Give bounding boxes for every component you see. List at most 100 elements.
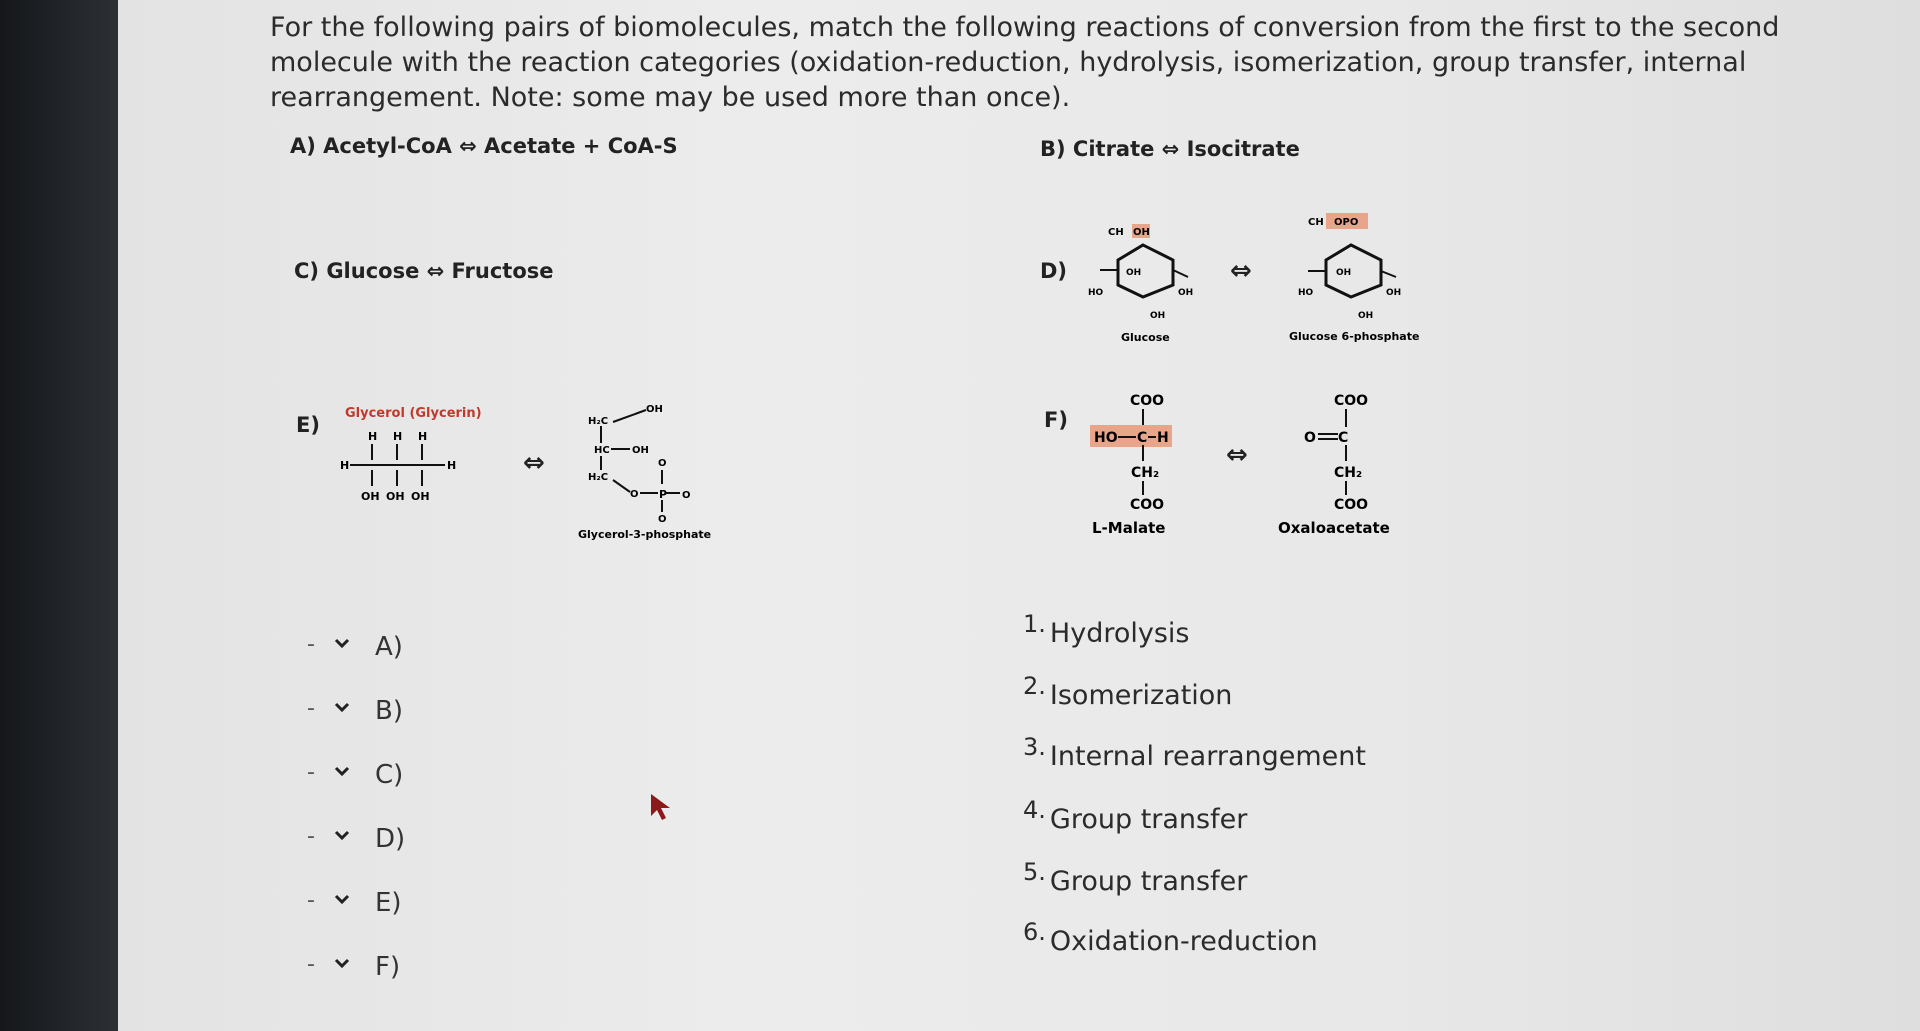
svg-text:COO: COO xyxy=(1130,497,1164,513)
answer-select-a[interactable]: - xyxy=(293,626,359,666)
chevron-down-icon xyxy=(334,958,350,969)
option-item-2: 2.Isomerization xyxy=(1023,672,1233,711)
select-b-label: B) xyxy=(375,696,403,726)
svg-text:O: O xyxy=(682,490,691,501)
option-6-text: Oxidation-reduction xyxy=(1049,926,1318,957)
svg-text:H₂C: H₂C xyxy=(588,472,608,483)
chevron-down-icon xyxy=(334,894,350,905)
option-3-text: Internal rearrangement xyxy=(1049,741,1366,772)
svg-text:O: O xyxy=(630,489,639,500)
select-e-label: E) xyxy=(375,888,402,918)
pair-c-label: C) Glucose ⇔ Fructose xyxy=(294,259,554,283)
option-2-text: Isomerization xyxy=(1049,680,1233,711)
answer-select-d[interactable]: - xyxy=(293,818,359,858)
l-malate-structure: COO HO C H CH₂ COO L-Malate xyxy=(1090,393,1172,537)
answer-select-f[interactable]: - xyxy=(293,946,359,986)
phosphate-highlight xyxy=(1326,213,1368,229)
svg-text:COO: COO xyxy=(1334,497,1368,513)
select-row-d: - D) xyxy=(293,818,593,858)
l-malate-caption: L-Malate xyxy=(1092,519,1165,537)
svg-text:CH₂: CH₂ xyxy=(1131,465,1159,481)
answer-select-b[interactable]: - xyxy=(293,690,359,730)
svg-text:OH: OH xyxy=(1133,227,1150,238)
select-row-a: - A) xyxy=(293,626,593,666)
svg-text:CH: CH xyxy=(1308,217,1324,228)
svg-text:OH: OH xyxy=(1150,311,1165,321)
option-3-number: 3. xyxy=(1023,733,1046,761)
svg-text:O: O xyxy=(658,458,667,469)
pair-e-label: E) xyxy=(296,413,320,437)
quiz-page: For the following pairs of biomolecules,… xyxy=(118,0,1920,1031)
svg-text:P: P xyxy=(659,488,667,501)
option-1-text: Hydrolysis xyxy=(1049,618,1190,649)
svg-text:O: O xyxy=(658,514,667,525)
svg-text:OH: OH xyxy=(1386,288,1401,298)
select-c-value: - xyxy=(307,760,315,785)
pair-f-arrow: ⇔ xyxy=(1226,440,1248,470)
svg-text:H₂C: H₂C xyxy=(588,416,608,427)
select-d-value: - xyxy=(307,824,315,849)
option-2-number: 2. xyxy=(1023,672,1046,700)
option-item-6: 6.Oxidation-reduction xyxy=(1023,918,1318,957)
svg-text:H: H xyxy=(1157,430,1169,446)
svg-text:OH: OH xyxy=(1126,268,1141,278)
select-f-label: F) xyxy=(375,952,401,982)
glycerol-3-phosphate-structure: OH H₂C HC OH H₂C O P O O O Glycerol-3-ph… xyxy=(578,404,711,541)
glycerol-structure: Glycerol (Glycerin) H H H H H OH OH OH xyxy=(340,406,482,503)
svg-text:C: C xyxy=(1338,430,1348,446)
option-4-text: Group transfer xyxy=(1049,804,1248,835)
svg-text:HO: HO xyxy=(1094,430,1118,446)
option-6-number: 6. xyxy=(1023,918,1046,946)
select-d-label: D) xyxy=(375,824,406,854)
oxaloacetate-structure: COO O C CH₂ COO Oxaloacetate xyxy=(1278,393,1390,537)
option-5-text: Group transfer xyxy=(1049,866,1248,897)
oxaloacetate-caption: Oxaloacetate xyxy=(1278,519,1390,537)
select-c-label: C) xyxy=(375,760,404,790)
pair-a-label: A) Acetyl-CoA ⇔ Acetate + CoA-S xyxy=(290,134,678,158)
glucose-6-phosphate-caption: Glucose 6-phosphate xyxy=(1289,330,1419,343)
pair-d-arrow: ⇔ xyxy=(1230,256,1252,286)
svg-text:HO: HO xyxy=(1298,288,1314,298)
question-line-2: molecule with the reaction categories (o… xyxy=(270,47,1747,78)
svg-text:OH: OH xyxy=(386,490,405,503)
answer-select-c[interactable]: - xyxy=(293,754,359,794)
option-item-5: 5.Group transfer xyxy=(1023,858,1248,897)
question-line-1: For the following pairs of biomolecules,… xyxy=(270,12,1780,43)
pair-d-label: D) xyxy=(1040,259,1068,283)
chevron-down-icon xyxy=(334,638,350,649)
option-4-number: 4. xyxy=(1023,796,1046,824)
select-b-value: - xyxy=(307,696,315,721)
svg-text:OH: OH xyxy=(1178,288,1193,298)
answer-select-e[interactable]: - xyxy=(293,882,359,922)
pair-b-label: B) Citrate ⇔ Isocitrate xyxy=(1040,137,1300,161)
glucose-6-phosphate-structure: CH OPO OH HO OH OH Glucose 6-phosphate xyxy=(1289,213,1419,343)
svg-text:H: H xyxy=(418,430,427,443)
svg-text:OH: OH xyxy=(632,445,649,456)
glucose-caption: Glucose xyxy=(1121,331,1170,344)
select-f-value: - xyxy=(307,952,315,977)
svg-text:H: H xyxy=(368,430,377,443)
question-text: For the following pairs of biomolecules,… xyxy=(270,10,1830,115)
svg-text:CH: CH xyxy=(1108,227,1124,238)
svg-text:H: H xyxy=(340,459,349,472)
pair-f-label: F) xyxy=(1044,408,1068,432)
chevron-down-icon xyxy=(334,830,350,841)
glycerol-title: Glycerol (Glycerin) xyxy=(345,406,482,421)
chevron-down-icon xyxy=(334,766,350,777)
glycerol-3-phosphate-caption: Glycerol-3-phosphate xyxy=(578,528,711,541)
select-row-f: - F) xyxy=(293,946,593,986)
select-row-b: - B) xyxy=(293,690,593,730)
question-line-3: rearrangement. Note: some may be used mo… xyxy=(270,82,1071,113)
svg-text:OH: OH xyxy=(361,490,380,503)
select-row-e: - E) xyxy=(293,882,593,922)
option-item-3: 3.Internal rearrangement xyxy=(1023,733,1366,772)
left-edge-bezel xyxy=(0,0,118,1031)
option-5-number: 5. xyxy=(1023,858,1046,886)
option-item-1: 1.Hydrolysis xyxy=(1023,610,1190,649)
svg-text:OH: OH xyxy=(646,404,663,415)
svg-text:OPO: OPO xyxy=(1334,217,1358,228)
option-item-4: 4.Group transfer xyxy=(1023,796,1248,835)
svg-text:O: O xyxy=(1304,430,1316,446)
svg-text:HC: HC xyxy=(594,445,610,456)
svg-text:OH: OH xyxy=(411,490,430,503)
